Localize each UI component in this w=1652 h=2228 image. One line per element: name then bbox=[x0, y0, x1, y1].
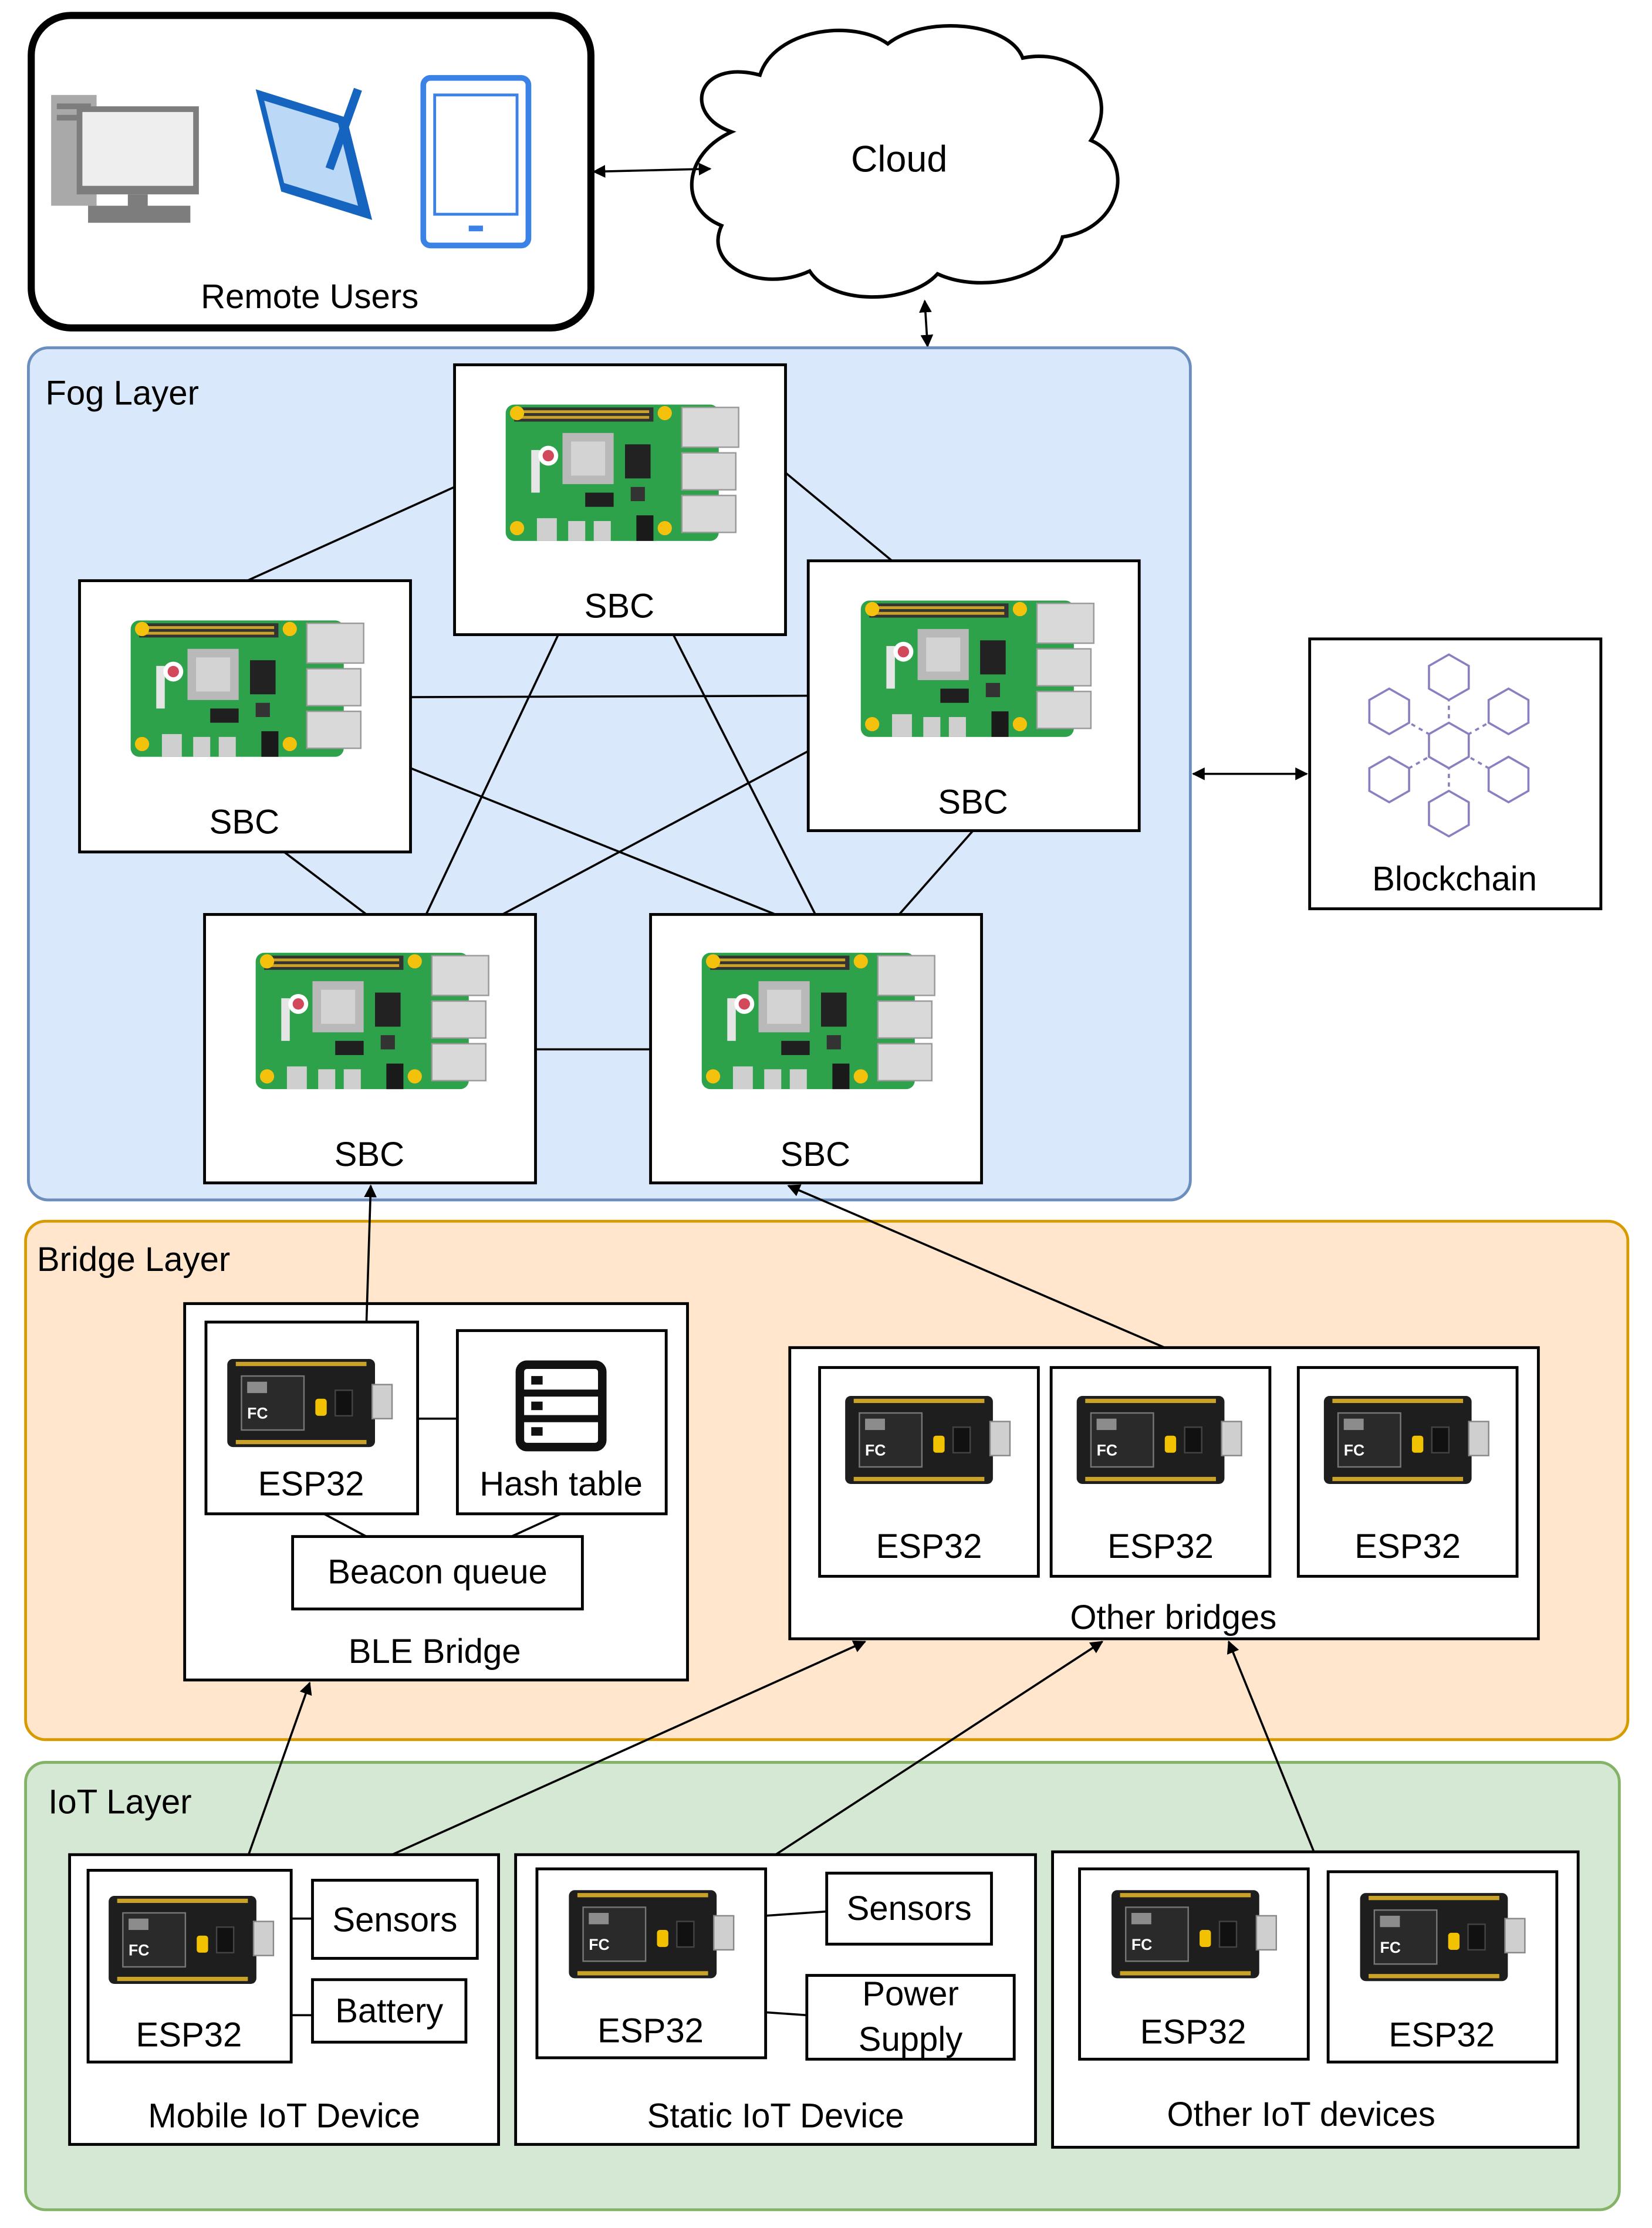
static-to-bridges-arrow bbox=[775, 1641, 1104, 1856]
sbc-node-left: SBC bbox=[78, 579, 412, 854]
mobile-sensors-box bbox=[311, 1878, 479, 1960]
power-supply-label-line2: Supply bbox=[859, 2020, 963, 2058]
ble-esp32-label: ESP32 bbox=[258, 1465, 364, 1503]
sbc-node-bottom-right: SBC bbox=[649, 913, 983, 1185]
sbc-label: SBC bbox=[781, 1135, 850, 1174]
fog-layer-title: Fog Layer bbox=[45, 374, 199, 412]
static-iot-device-label: Static IoT Device bbox=[647, 2097, 904, 2135]
static-sensors-box bbox=[825, 1871, 993, 1946]
cloud-label: Cloud bbox=[851, 139, 947, 180]
esp32-label: ESP32 bbox=[1354, 1527, 1461, 1566]
esp32-board-icon bbox=[107, 1895, 275, 1985]
ble-to-sbc-arrow bbox=[364, 1184, 377, 1323]
esp32-board-icon bbox=[844, 1395, 1011, 1485]
fog-mesh-links bbox=[246, 472, 974, 1051]
blockchain-label: Blockchain bbox=[1372, 860, 1537, 898]
esp32-label: ESP32 bbox=[1140, 2013, 1246, 2051]
esp32-board-icon bbox=[227, 1358, 393, 1448]
raspberry-pi-icon bbox=[860, 600, 1094, 738]
cloud-shape bbox=[690, 24, 1120, 299]
sbc-node-bottom-left: SBC bbox=[203, 913, 537, 1185]
other-to-bridges-arrow bbox=[1227, 1640, 1315, 1852]
bridges-to-sbc-arrow bbox=[787, 1184, 1165, 1349]
sbc-label: SBC bbox=[938, 783, 1008, 821]
esp32-label: ESP32 bbox=[1107, 1527, 1214, 1566]
sbc-node-top: SBC bbox=[453, 363, 787, 637]
raspberry-pi-icon bbox=[701, 952, 935, 1090]
cloud-fog-connector bbox=[919, 299, 934, 348]
database-icon bbox=[515, 1360, 607, 1452]
raspberry-pi-icon bbox=[130, 620, 364, 758]
power-supply-box bbox=[805, 1974, 1016, 2061]
sbc-label: SBC bbox=[335, 1135, 404, 1174]
blockchain-icon bbox=[1368, 653, 1530, 838]
bridge-layer-title: Bridge Layer bbox=[37, 1240, 230, 1279]
esp-sensors-link bbox=[765, 1910, 827, 1917]
sbc-node-right: SBC bbox=[806, 559, 1141, 833]
battery-box bbox=[311, 1978, 468, 2044]
mobile-esp32-label: ESP32 bbox=[136, 2016, 242, 2054]
power-supply-label-line1: Power bbox=[862, 1975, 959, 2013]
esp32-board-icon bbox=[1076, 1395, 1242, 1485]
esp32-board-icon bbox=[1359, 1892, 1526, 1982]
mobile-sensors-label: Sensors bbox=[332, 1901, 457, 1939]
esp32-label: ESP32 bbox=[876, 1527, 982, 1566]
ble-bridge-label: BLE Bridge bbox=[349, 1632, 521, 1671]
esp-power-link bbox=[765, 2011, 807, 2017]
drawing-tablet-icon bbox=[255, 87, 373, 220]
other-bridges-label: Other bridges bbox=[1070, 1598, 1276, 1637]
esp-queue-link bbox=[323, 1513, 367, 1538]
other-iot-devices-label: Other IoT devices bbox=[1167, 2095, 1435, 2134]
desktop-computer-icon bbox=[51, 94, 199, 223]
esp32-board-icon bbox=[1110, 1889, 1278, 1979]
static-sensors-label: Sensors bbox=[847, 1889, 972, 1928]
sbc-label: SBC bbox=[210, 803, 279, 841]
sbc-label: SBC bbox=[585, 587, 654, 626]
battery-label: Battery bbox=[335, 1992, 443, 2030]
mobile-iot-device-label: Mobile IoT Device bbox=[148, 2097, 420, 2135]
raspberry-pi-icon bbox=[505, 404, 739, 542]
mobile-to-ble-arrow bbox=[247, 1681, 312, 1855]
iot-layer-title: IoT Layer bbox=[48, 1783, 191, 1821]
beacon-queue-box bbox=[291, 1535, 584, 1611]
hash-table-label: Hash table bbox=[479, 1465, 643, 1503]
hash-queue-link bbox=[511, 1513, 562, 1538]
beacon-queue-label: Beacon queue bbox=[327, 1553, 548, 1591]
esp32-label: ESP32 bbox=[1389, 2016, 1495, 2054]
mobile-to-bridges-arrow bbox=[391, 1640, 867, 1856]
users-cloud-connector bbox=[592, 163, 712, 178]
esp32-board-icon bbox=[1323, 1395, 1489, 1485]
remote-users-label: Remote Users bbox=[201, 278, 418, 316]
static-esp32-label: ESP32 bbox=[597, 2011, 704, 2050]
raspberry-pi-icon bbox=[255, 952, 489, 1090]
tablet-icon bbox=[420, 75, 532, 249]
esp32-board-icon bbox=[568, 1889, 735, 1979]
